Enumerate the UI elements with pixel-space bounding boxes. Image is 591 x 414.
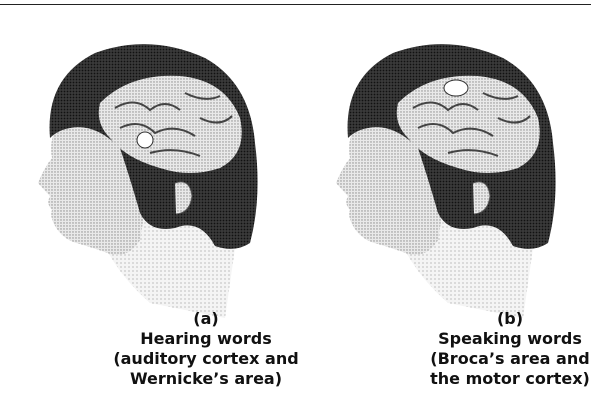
caption-b: (b) Speaking words (Broca’s area and the… bbox=[400, 309, 591, 389]
caption-b-title: Speaking words bbox=[400, 329, 591, 349]
active-area-marker bbox=[137, 132, 153, 148]
caption-a-line1: (auditory cortex and bbox=[96, 349, 316, 369]
caption-b-line2: the motor cortex) bbox=[400, 369, 591, 389]
head-illustration-b bbox=[298, 18, 588, 318]
caption-b-letter: (b) bbox=[400, 309, 591, 329]
panel-b: (b) Speaking words (Broca’s area and the… bbox=[298, 18, 588, 414]
panel-a: (a) Hearing words (auditory cortex and W… bbox=[0, 18, 290, 414]
active-area-marker bbox=[444, 80, 468, 96]
head-illustration-a bbox=[0, 18, 290, 318]
caption-a-letter: (a) bbox=[96, 309, 316, 329]
caption-a-title: Hearing words bbox=[96, 329, 316, 349]
caption-a-line2: Wernicke’s area) bbox=[96, 369, 316, 389]
top-rule bbox=[0, 4, 591, 5]
caption-b-line1: (Broca’s area and bbox=[400, 349, 591, 369]
caption-a: (a) Hearing words (auditory cortex and W… bbox=[96, 309, 316, 389]
